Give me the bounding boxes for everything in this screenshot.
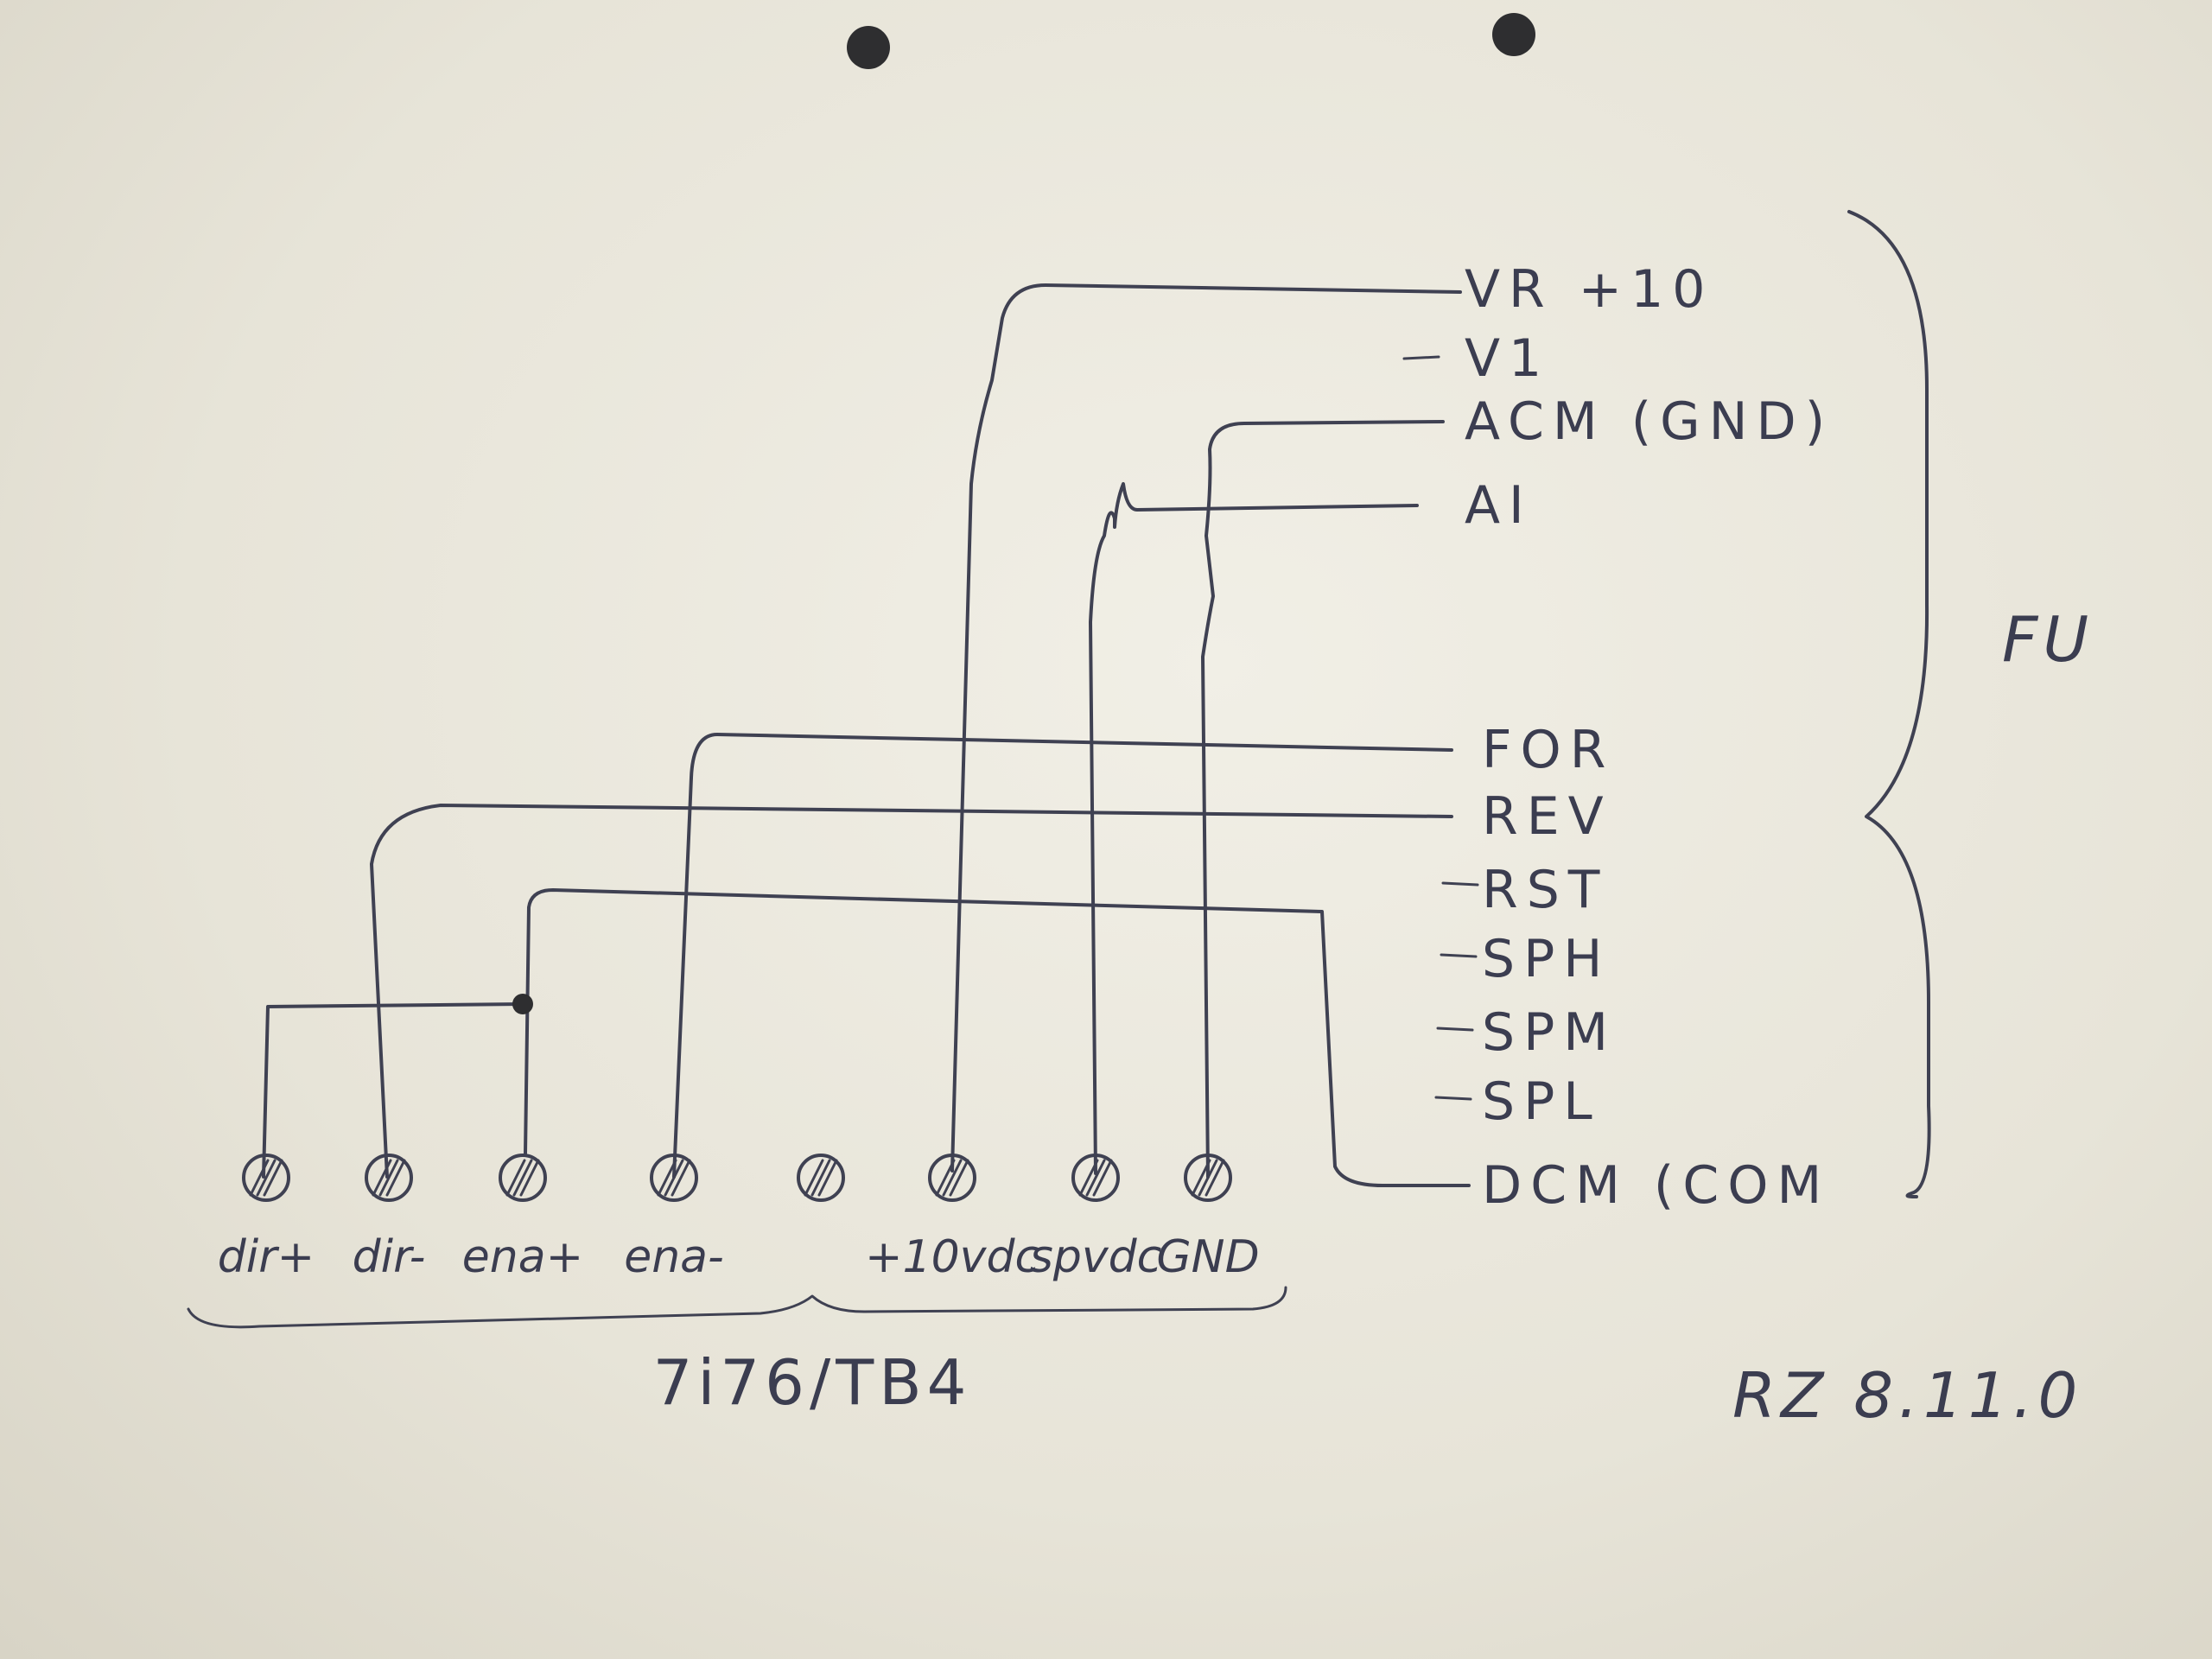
wire-dir-plus-to-ena-plus [262,1002,524,1179]
vfd-signal-label: V1 [1465,328,1550,389]
vfd-signal-label: REV [1482,786,1612,847]
wire-spvdc-to-ai [1089,482,1419,1175]
pin-label: GND [1156,1231,1259,1283]
vfd-signal-label: VR +10 [1465,259,1713,320]
terminal-screw [499,1154,547,1202]
vfd-signal-label: FOR [1482,720,1614,780]
vfd-signal-label: RST [1482,860,1608,920]
terminal-screws [242,1154,1232,1202]
terminal-block-label: 7i76/TB4 [653,1346,972,1419]
pin-label: dir+ [218,1231,315,1283]
terminal-screw [1071,1154,1120,1202]
vfd-brace [1847,210,1931,1198]
terminal-screw [1184,1154,1232,1202]
wire-ena-minus-to-for [672,733,1453,1179]
vfd-signal-label: AI [1465,475,1533,536]
terminal-screw [365,1154,413,1202]
wire-10vdc-to-vr [950,283,1462,1173]
terminal-screw [797,1154,845,1202]
terminal-screw [928,1154,976,1202]
vfd-signal-label: SPL [1482,1071,1601,1132]
vfd-signal-label: ACM (GND) [1465,391,1834,452]
punch-hole-right [1492,13,1535,56]
signature: RZ 8.11.0 [1732,1359,2082,1432]
signal-ticks [1402,355,1479,1101]
vfd-signal-label: SPM [1482,1002,1617,1063]
pin-label: ena- [624,1231,724,1283]
vfd-signal-label: DCM (COM [1482,1155,1830,1216]
vfd-signal-label: SPH [1482,929,1611,989]
wire-junction-dot [512,994,533,1014]
vfd-label: FU [2002,603,2094,676]
terminal-screw [242,1154,290,1202]
wire-gnd-to-acm [1201,420,1445,1179]
pin-label: ena+ [462,1231,583,1283]
pin-label: dir- [353,1231,426,1283]
pin-label: spvdc [1030,1231,1161,1283]
punch-hole-left [847,26,890,69]
wire-dir-minus-to-rev [370,804,1453,1179]
wire-ena-plus-to-dcm [524,888,1471,1187]
terminal-screw [650,1154,698,1202]
terminal-block-brace [187,1286,1287,1329]
pin-label: +10vdc [865,1231,1039,1283]
